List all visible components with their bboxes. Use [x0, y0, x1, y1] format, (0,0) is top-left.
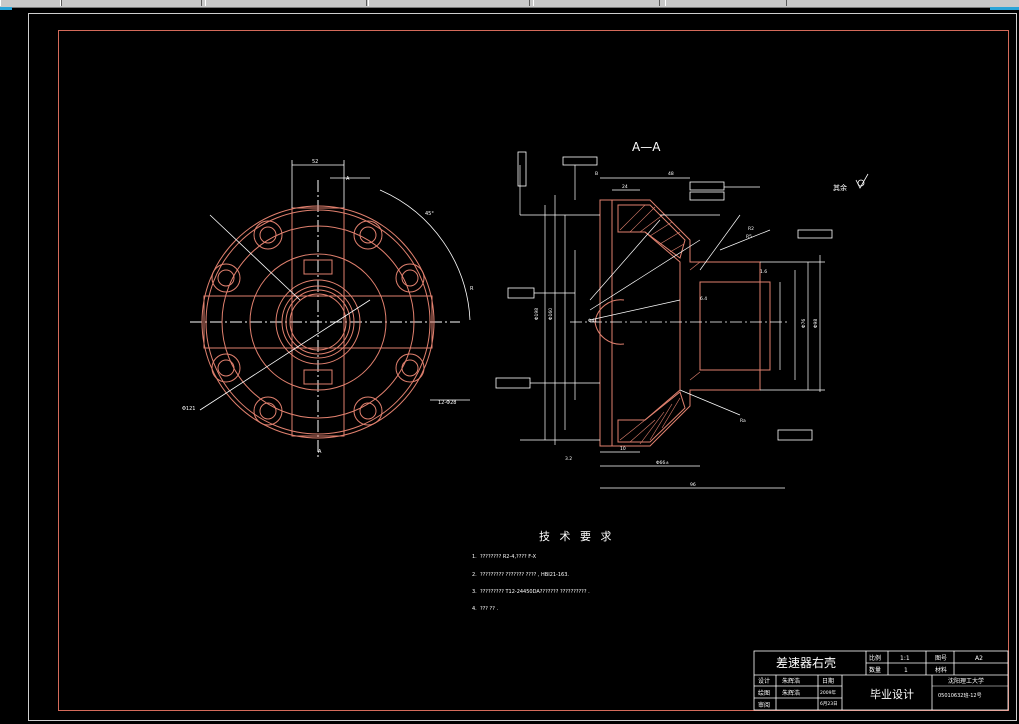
- svg-text:R: R: [470, 286, 474, 292]
- tech-req-item: ??? ?? .: [480, 606, 498, 612]
- tab-highlight: [0, 7, 12, 10]
- roughness-note: 其余: [833, 183, 847, 192]
- tech-req-num: 3.: [472, 589, 477, 595]
- bolt-holes: [211, 220, 425, 426]
- draw-label: 绘图: [758, 689, 770, 697]
- document-tab[interactable]: [0, 0, 62, 6]
- tech-req-item: ????????? T12-24450DA??????? ?????????? …: [480, 589, 590, 595]
- document-tab[interactable]: [533, 0, 660, 6]
- drafter-name: 朱辉浩: [782, 689, 800, 697]
- designer-name: 朱辉浩: [782, 677, 800, 685]
- svg-text:R2: R2: [748, 226, 754, 232]
- tech-req-item: ???????? R2-4,???? F-X: [480, 554, 537, 560]
- scale-label: 比例: [869, 654, 881, 662]
- svg-text:Φ66±: Φ66±: [656, 460, 669, 466]
- scale-value: 1:1: [900, 655, 910, 662]
- part-name: 差速器右壳: [776, 655, 836, 670]
- front-view-labels: 52 45° R Φ121 12-Φ28 A A: [182, 159, 474, 455]
- section-title: A—A: [632, 140, 661, 154]
- tech-req-num: 1.: [472, 554, 477, 560]
- svg-text:Φ98: Φ98: [813, 319, 819, 328]
- drawing-no-label: 图号: [935, 655, 947, 662]
- svg-text:Φ76: Φ76: [801, 319, 807, 328]
- title-block: 差速器右壳 比例 1:1 图号 A2 数量 1 材料 设计 朱辉浩 日期 绘图 …: [753, 650, 1009, 711]
- svg-text:Φ198: Φ198: [534, 308, 540, 320]
- svg-text:Φ41: Φ41: [588, 318, 597, 324]
- school-name: 沈阳理工大学: [948, 677, 984, 685]
- svg-text:R5: R5: [746, 234, 752, 240]
- svg-text:1.6: 1.6: [760, 269, 767, 275]
- project-title: 毕业设计: [870, 688, 914, 701]
- date-label: 日期: [822, 677, 834, 685]
- qty-value: 1: [904, 667, 908, 674]
- svg-text:Φ121: Φ121: [182, 406, 195, 412]
- front-view: [190, 180, 460, 460]
- roughness-symbol: [855, 173, 869, 189]
- section-dimensions: [519, 165, 825, 489]
- svg-text:96: 96: [690, 482, 696, 488]
- document-tab[interactable]: [205, 0, 367, 6]
- section-view: [594, 199, 771, 447]
- svg-text:A: A: [318, 449, 322, 455]
- svg-text:6.4: 6.4: [700, 296, 707, 302]
- tech-req-num: 4.: [472, 606, 477, 612]
- svg-text:52: 52: [312, 159, 318, 165]
- drawing-frame: [58, 30, 1009, 711]
- material-label: 材料: [935, 666, 947, 674]
- sheet-border: [28, 13, 1017, 721]
- design-label: 设计: [758, 677, 770, 685]
- tech-req-title: 技 术 要 求: [539, 530, 615, 543]
- svg-text:12-Φ28: 12-Φ28: [438, 400, 456, 406]
- svg-text:48: 48: [668, 171, 674, 177]
- tech-req-num: 2.: [472, 572, 477, 578]
- svg-text:Φ160: Φ160: [548, 308, 554, 320]
- tech-requirements: 技 术 要 求 1. ???????? R2-4,???? F-X 2. ???…: [472, 530, 615, 612]
- section-hatch: [619, 204, 701, 445]
- svg-text:24: 24: [622, 184, 628, 190]
- class-info: 05010632班-12号: [938, 692, 982, 699]
- svg-text:3.2: 3.2: [565, 456, 572, 462]
- front-view-dimensions: [199, 160, 471, 411]
- svg-text:B: B: [595, 171, 598, 177]
- svg-text:A: A: [346, 176, 350, 182]
- review-label: 审阅: [758, 701, 770, 709]
- document-tab[interactable]: [368, 0, 530, 6]
- tolerance-frames: [495, 151, 833, 441]
- section-labels: A—A 其余 24 48 96 Φ66± 10 Φ198 Φ160 Φ76 Φ9…: [534, 140, 847, 488]
- date-sub: 6月23日: [820, 701, 838, 707]
- svg-text:45°: 45°: [425, 211, 434, 217]
- date-value: 2009年: [820, 689, 836, 696]
- document-tab[interactable]: [665, 0, 787, 6]
- tab-highlight: [990, 7, 1019, 10]
- document-tab[interactable]: [60, 0, 202, 6]
- tech-req-item: ????????? ??????? ???? , HBI21-163.: [480, 572, 569, 578]
- drawing-no-value: A2: [975, 655, 983, 662]
- qty-label: 数量: [869, 666, 881, 674]
- svg-text:Ra: Ra: [740, 418, 746, 424]
- svg-text:10: 10: [620, 446, 626, 452]
- document-tab-bar: [0, 0, 1019, 8]
